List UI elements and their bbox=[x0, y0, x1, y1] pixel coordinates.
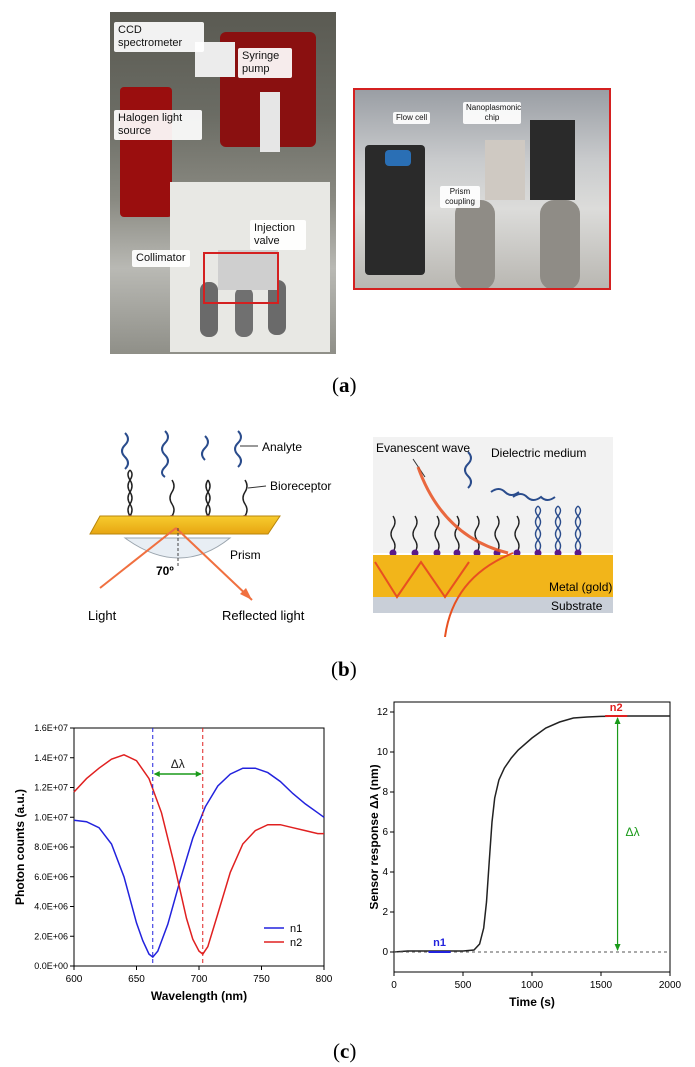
metal-label: Metal (gold) bbox=[549, 580, 612, 594]
chart-photon-counts: 600 650 700 750 800 0.0E+00 2.0E+06 4.0E+06 6.0E… bbox=[13, 723, 333, 1003]
panel-label-b: (b) bbox=[331, 657, 357, 681]
series-line-series-0 bbox=[393, 715, 670, 953]
analyte-molecules bbox=[121, 430, 242, 478]
y-tick-label: 8 bbox=[382, 787, 388, 798]
photo-experimental-setup: CCD spectrometer Syringe pump Halogen li… bbox=[110, 12, 336, 354]
y-tick-label: 12 bbox=[377, 707, 389, 718]
x-tick-label: 1000 bbox=[521, 980, 544, 991]
bioreceptor-label: Bioreceptor bbox=[270, 479, 331, 493]
arrowhead-top bbox=[614, 717, 621, 724]
y-tick-label: 1.4E+07 bbox=[34, 753, 68, 763]
delta-lambda-label: Δλ bbox=[171, 757, 185, 771]
arrowhead-right bbox=[195, 771, 202, 777]
y-tick-label: 10 bbox=[377, 747, 389, 758]
light-label: Light bbox=[88, 608, 117, 623]
plot-frame bbox=[73, 727, 325, 967]
x-tick-label: 750 bbox=[253, 974, 270, 985]
tag-syringe-pump: Syringe pump bbox=[238, 48, 292, 78]
x-tick-label: 600 bbox=[66, 974, 83, 985]
evanescent-label: Evanescent wave bbox=[376, 441, 470, 455]
diagram-evanescent-wave: Dielectric medium Evanescent wave Metal … bbox=[373, 437, 613, 637]
y-tick-label: 6.0E+06 bbox=[34, 872, 68, 882]
y-tick-label: 1.2E+07 bbox=[34, 783, 68, 793]
y-axis-label: Photon counts (a.u.) bbox=[13, 789, 27, 905]
legend-label-n2: n2 bbox=[290, 937, 302, 949]
x-axis-label: Wavelength (nm) bbox=[151, 989, 247, 1003]
y-tick-label: 4 bbox=[382, 867, 388, 878]
gold-chip bbox=[89, 515, 281, 535]
substrate-layer bbox=[373, 597, 613, 613]
x-tick-label: 0 bbox=[391, 980, 397, 991]
x-tick-label: 800 bbox=[316, 974, 333, 985]
delta-lambda-label: Δλ bbox=[626, 825, 640, 839]
panel-label-c: (c) bbox=[333, 1039, 357, 1063]
arrowhead-left bbox=[153, 771, 160, 777]
tag-collimator: Collimator bbox=[132, 250, 190, 267]
photo-flow-cell-closeup: Flow cell Nanoplasmonic chip Prism coupl… bbox=[353, 88, 611, 290]
tag-injection-valve: Injection valve bbox=[250, 220, 306, 250]
y-tick-label: 0.0E+00 bbox=[34, 961, 68, 971]
marker-label-n2: n2 bbox=[610, 702, 623, 714]
series-line-n2 bbox=[73, 753, 324, 956]
bioreceptors bbox=[127, 469, 248, 517]
x-tick-label: 1500 bbox=[590, 980, 613, 991]
substrate-label: Substrate bbox=[551, 599, 603, 613]
y-tick-label: 1.0E+07 bbox=[34, 812, 68, 822]
y-axis-label: Sensor response Δλ (nm) bbox=[370, 764, 381, 909]
diagram-spr-prism: Analyte Bioreceptor Prism 70º Light Refl… bbox=[88, 430, 331, 623]
tag-ccd-spectrometer: CCD spectrometer bbox=[114, 22, 204, 52]
legend-label-n1: n1 bbox=[290, 923, 302, 935]
y-tick-label: 1.6E+07 bbox=[34, 723, 68, 733]
tag-prism-coupling: Prism coupling bbox=[440, 186, 480, 208]
arrowhead-bottom bbox=[614, 944, 621, 951]
dielectric-label: Dielectric medium bbox=[491, 446, 586, 460]
analyte-label: Analyte bbox=[262, 440, 302, 454]
x-axis-label: Time (s) bbox=[509, 995, 555, 1009]
prism-label: Prism bbox=[230, 548, 261, 562]
y-tick-label: 2 bbox=[382, 907, 388, 918]
x-tick-label: 500 bbox=[455, 980, 472, 991]
y-tick-label: 6 bbox=[382, 827, 388, 838]
tag-halogen-source: Halogen light source bbox=[114, 110, 202, 140]
x-tick-label: 2000 bbox=[659, 980, 682, 991]
x-tick-label: 700 bbox=[191, 974, 208, 985]
y-tick-label: 8.0E+06 bbox=[34, 842, 68, 852]
tag-flow-cell: Flow cell bbox=[393, 112, 431, 124]
series-line-n1 bbox=[73, 767, 325, 959]
y-tick-label: 2.0E+06 bbox=[34, 931, 68, 941]
highlight-box bbox=[203, 252, 279, 304]
reflected-light-label: Reflected light bbox=[222, 608, 305, 623]
y-tick-label: 4.0E+06 bbox=[34, 902, 68, 912]
y-tick-label: 0 bbox=[382, 947, 388, 958]
marker-label-n1: n1 bbox=[433, 937, 446, 949]
x-tick-label: 650 bbox=[128, 974, 145, 985]
angle-label: 70º bbox=[156, 564, 174, 578]
panel-label-a: (a) bbox=[332, 373, 357, 397]
tag-nanoplasmonic-chip: Nanoplasmonic chip bbox=[463, 102, 521, 124]
